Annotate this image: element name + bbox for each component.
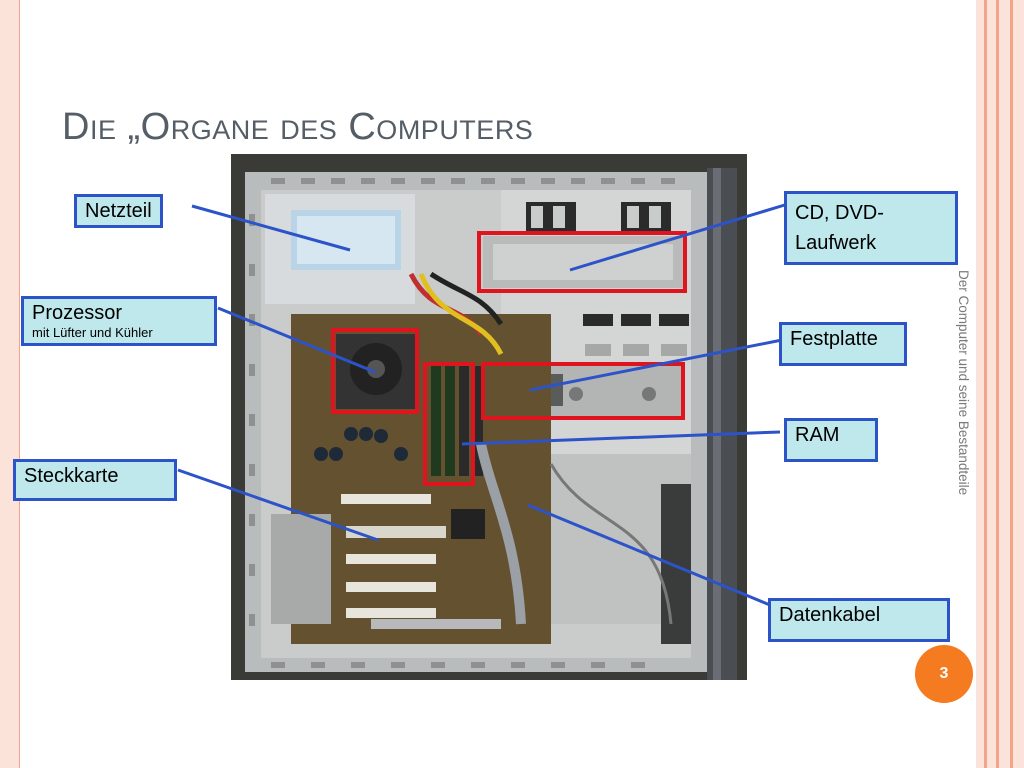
label-festplatte: Festplatte [779,322,907,366]
label-laufwerk: CD, DVD- Laufwerk [784,191,958,265]
computer-case-photo [231,154,747,680]
label-laufwerk-line2: Laufwerk [795,232,877,254]
label-prozessor-text: Prozessor [32,302,123,324]
label-ram: RAM [784,418,878,462]
label-netzteil: Netzteil [74,194,163,228]
side-caption: Der Computer und seine Bestandteile [956,270,971,496]
slide-frame-right [976,0,1024,768]
label-netzteil-text: Netzteil [85,200,152,222]
label-prozessor-subtext: mit Lüfter und Kühler [32,325,153,340]
label-laufwerk-line1: CD, DVD- [795,202,884,224]
label-datenkabel: Datenkabel [768,598,950,642]
label-datenkabel-text: Datenkabel [779,604,881,626]
slide-frame-left [0,0,20,768]
label-ram-text: RAM [795,424,840,446]
label-steckkarte: Steckkarte [13,459,177,501]
slide-title: Die „Organe des Computers [62,106,534,148]
label-prozessor: Prozessor mit Lüfter und Kühler [21,296,217,346]
page-number-badge: 3 [915,645,973,703]
label-steckkarte-text: Steckkarte [24,465,119,487]
label-festplatte-text: Festplatte [790,328,878,350]
